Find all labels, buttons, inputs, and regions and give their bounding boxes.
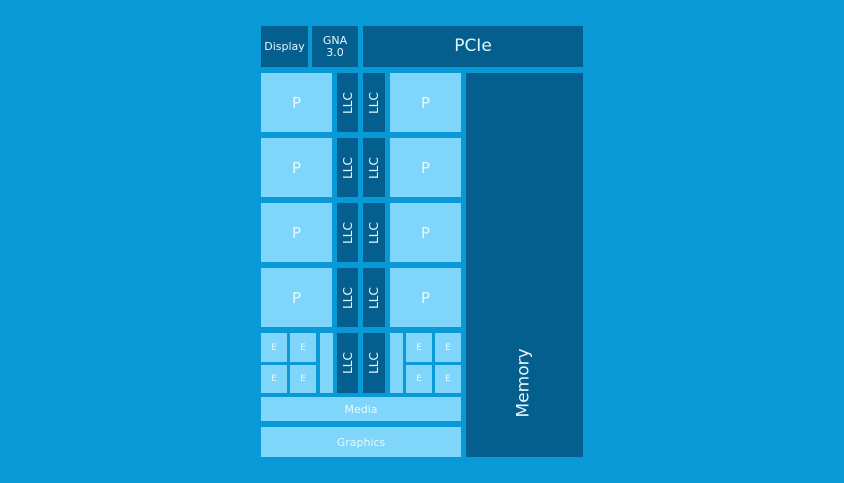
llc-slice: LLC (337, 138, 358, 197)
e-core: E (290, 365, 316, 393)
e-cluster-cache-strip (390, 333, 403, 393)
p-core-label: P (291, 158, 302, 177)
display-label: Display (264, 39, 305, 53)
llc-slice: LLC (363, 73, 385, 132)
memory-block: Memory (466, 73, 583, 457)
llc-label: LLC (340, 156, 355, 179)
p-core-label: P (291, 223, 302, 242)
p-core: P (390, 268, 461, 327)
e-core-label: E (271, 374, 277, 384)
pcie-label: PCIe (454, 35, 492, 56)
llc-slice: LLC (363, 203, 385, 262)
e-cluster-cache-strip (320, 333, 333, 393)
e-core: E (290, 333, 316, 362)
e-core-label: E (300, 374, 306, 384)
p-core: P (390, 138, 461, 197)
gna-block: GNA 3.0 (312, 26, 358, 67)
e-core: E (406, 333, 432, 362)
e-core: E (435, 365, 461, 393)
llc-label: LLC (367, 352, 381, 374)
e-core-label: E (416, 342, 422, 353)
p-core-label: P (420, 288, 431, 307)
llc-slice: LLC (363, 333, 385, 393)
p-core-label: P (291, 288, 302, 307)
e-core: E (406, 365, 432, 393)
e-core-label: E (445, 374, 451, 384)
p-core-label: P (420, 93, 431, 112)
llc-slice: LLC (337, 73, 358, 132)
p-core: P (261, 268, 332, 327)
llc-label: LLC (340, 221, 355, 244)
llc-slice: LLC (337, 203, 358, 262)
e-core-label: E (445, 342, 451, 353)
p-core: P (261, 73, 332, 132)
e-core: E (261, 333, 287, 362)
p-core: P (390, 73, 461, 132)
p-core: P (390, 203, 461, 262)
llc-slice: LLC (363, 268, 385, 327)
llc-label: LLC (367, 286, 381, 309)
e-core-label: E (300, 342, 306, 353)
memory-label: Memory (513, 348, 534, 418)
llc-slice: LLC (337, 333, 358, 393)
media-label: Media (344, 402, 378, 416)
llc-slice: LLC (337, 268, 358, 327)
e-core: E (435, 333, 461, 362)
graphics-block: Graphics (261, 427, 461, 457)
e-core-label: E (271, 342, 277, 353)
llc-label: LLC (340, 286, 355, 309)
pcie-block: PCIe (363, 26, 583, 67)
e-core: E (261, 365, 287, 393)
llc-label: LLC (340, 352, 355, 374)
llc-slice: LLC (363, 138, 385, 197)
llc-label: LLC (367, 91, 381, 114)
p-core-label: P (420, 223, 431, 242)
llc-label: LLC (367, 156, 381, 179)
p-core: P (261, 138, 332, 197)
graphics-label: Graphics (336, 435, 386, 449)
llc-label: LLC (367, 221, 381, 244)
p-core-label: P (420, 158, 431, 177)
p-core: P (261, 203, 332, 262)
llc-label: LLC (340, 91, 355, 114)
p-core-label: P (291, 93, 302, 112)
media-block: Media (261, 397, 461, 421)
e-core-label: E (416, 374, 422, 384)
gna-label: GNA 3.0 (322, 33, 348, 59)
display-block: Display (261, 26, 308, 67)
